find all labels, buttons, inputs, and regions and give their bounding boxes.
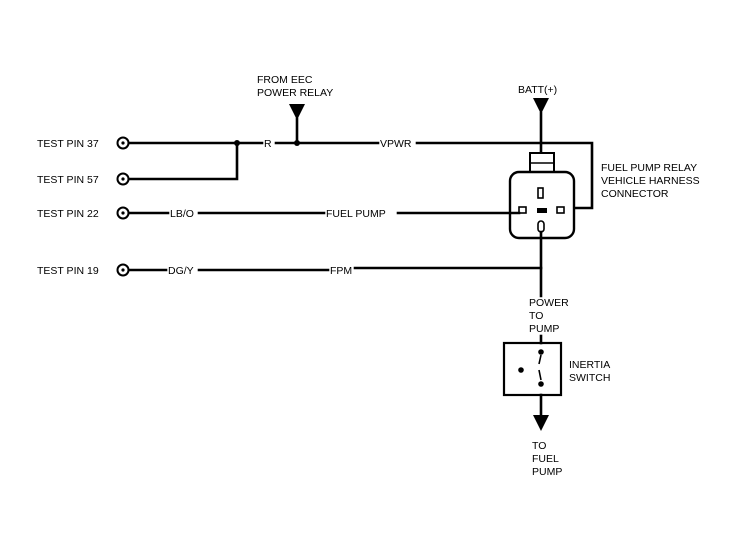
relay-terminal-right (556, 206, 565, 214)
relay-label-line1: FUEL PUMP RELAY (601, 162, 697, 174)
inertia-switch (502, 341, 563, 397)
relay-connector (508, 152, 576, 240)
vpwr-wire (415, 141, 594, 210)
test-pin-22-label: TEST PIN 22 (37, 208, 99, 220)
relay-terminal-left (518, 206, 527, 214)
power-to-pump-line3: PUMP (529, 323, 559, 335)
fuel-pump-wire-label: FUEL PUMP (326, 208, 386, 220)
test-pin-19-terminal (116, 263, 130, 277)
eec-label-line1: FROM EEC (257, 74, 313, 86)
to-fuel-pump-line3: PUMP (532, 466, 562, 478)
r-wire-label: R (264, 138, 272, 150)
relay-terminal-bottom (537, 220, 545, 233)
test-pin-19-label: TEST PIN 19 (37, 265, 99, 277)
lbo-wire-label: LB/O (170, 208, 194, 220)
pin57-wire (127, 141, 239, 181)
eec-label-line2: POWER RELAY (257, 87, 333, 99)
test-pin-57-label: TEST PIN 57 (37, 174, 99, 186)
vpwr-wire-label: VPWR (380, 138, 412, 150)
relay-terminal-top (537, 187, 544, 199)
fpm-wire-label: FPM (330, 265, 352, 277)
batt-arrow-icon (533, 98, 549, 114)
inertia-label-line2: SWITCH (569, 372, 610, 384)
relay-label-line3: CONNECTOR (601, 188, 669, 200)
relay-label-line2: VEHICLE HARNESS (601, 175, 700, 187)
eec-arrow-icon (289, 104, 305, 120)
power-to-pump-line2: TO (529, 310, 543, 322)
fuel-pump-arrow-icon (533, 415, 549, 431)
batt-label: BATT(+) (518, 84, 557, 96)
test-pin-37-label: TEST PIN 37 (37, 138, 99, 150)
pin57-splice-dot (234, 140, 240, 146)
test-pin-37-terminal (116, 136, 130, 150)
test-pin-57-terminal (116, 172, 130, 186)
to-fuel-pump-line1: TO (532, 440, 546, 452)
test-pin-22-terminal (116, 206, 130, 220)
power-to-pump-line1: POWER (529, 297, 569, 309)
inertia-label-line1: INERTIA (569, 359, 610, 371)
to-fuel-pump-line2: FUEL (532, 453, 559, 465)
dgy-wire-label: DG/Y (168, 265, 194, 277)
relay-terminal-center (537, 208, 547, 213)
